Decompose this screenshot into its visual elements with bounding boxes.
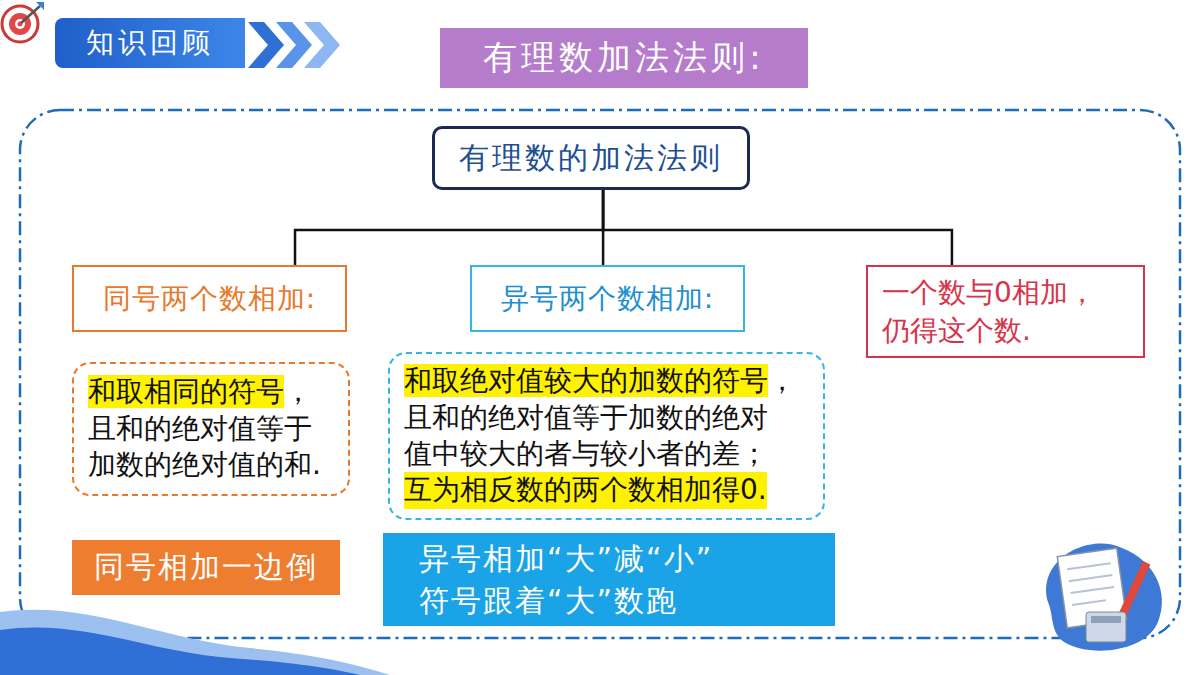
highlighted-text: 和取相同的符号 [88, 375, 284, 408]
text-body: 知识回顾 [86, 24, 214, 62]
text-body: 异号两个数相加: [501, 280, 714, 318]
mnemonic-box: 异号相加“大”减“小” 符号跟着“大”数跑 [383, 533, 835, 626]
pencil-icon [1118, 561, 1151, 619]
text-body: 和取相同的符号， 且和的绝对值等于 加数的绝对值的和. [88, 374, 334, 483]
dart-shaft [21, 6, 40, 23]
rule-box: 异号两个数相加: [470, 265, 745, 332]
text-body: 一个数与0相加， 仍得这个数. [882, 274, 1133, 350]
rule-detail: 和取绝对值较大的加数的符号， 且和的绝对值等于加数的绝对 值中较大的者与较小者的… [388, 352, 825, 520]
text-body: 异号相加“大”减“小” 符号跟着“大”数跑 [419, 538, 799, 622]
node-text: 有理数的加法法则 [459, 140, 723, 175]
rule-box: 同号两个数相加: [72, 265, 347, 332]
notebook-line [1067, 563, 1111, 569]
node-text: 一个数与0相加， 仍得这个数. [882, 276, 1096, 347]
text-body: 同号相加一边倒 [94, 547, 318, 588]
node-text: 异号相加“大”减“小” 符号跟着“大”数跑 [419, 541, 713, 618]
node-text: 同号两个数相加: [103, 282, 316, 315]
tree-connector [603, 190, 952, 265]
root-box: 有理数的加法法则 [432, 126, 750, 190]
section-tag: 知识回顾 [55, 18, 245, 68]
slide-title: 有理数加法法则: [440, 28, 808, 88]
chevron [248, 22, 284, 68]
highlighted-text: 互为相反数的两个数相加得0. [404, 472, 767, 508]
text-body: 和取绝对值较大的加数的符号， 且和的绝对值等于加数的绝对 值中较大的者与较小者的… [404, 363, 809, 509]
dart-fletch [36, 2, 44, 10]
calculator-icon [1086, 612, 1126, 642]
notebook-line [1072, 600, 1106, 605]
text-body: 同号两个数相加: [103, 280, 316, 318]
node-text: 同号相加一边倒 [94, 549, 318, 584]
notebook-line [1069, 575, 1113, 581]
dashed-frame [20, 110, 1180, 638]
tree-connector [295, 190, 603, 265]
node-text: 异号两个数相加: [501, 282, 714, 315]
highlighted-text: 和取绝对值较大的加数的符号 [404, 364, 768, 397]
rule-box: 一个数与0相加， 仍得这个数. [866, 265, 1145, 358]
corner-wave [0, 610, 390, 675]
mnemonic-box: 同号相加一边倒 [72, 540, 340, 595]
corner-wave [0, 627, 360, 675]
chevron [276, 22, 312, 68]
node-text: 知识回顾 [86, 26, 214, 59]
calculator-screen [1091, 616, 1121, 623]
illustration-blob [1046, 543, 1162, 650]
text-body: 有理数的加法法则 [459, 138, 723, 179]
chevron [304, 22, 340, 68]
notebook-line [1070, 587, 1114, 593]
rule-detail: 和取相同的符号， 且和的绝对值等于 加数的绝对值的和. [72, 362, 350, 496]
